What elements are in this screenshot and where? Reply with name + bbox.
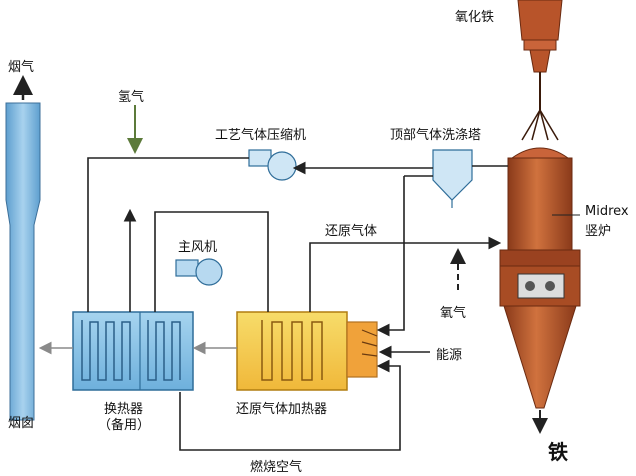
energy-label: 能源 — [436, 348, 463, 363]
iron-label: 铁 — [548, 440, 568, 464]
shaft-furnace — [499, 0, 581, 409]
top-gas-scrubber — [432, 149, 473, 208]
flue-gas-label: 烟气 — [8, 60, 35, 75]
reducing-gas-label: 还原气体 — [325, 224, 378, 239]
main-fan-label: 主风机 — [178, 240, 218, 255]
oxygen-label: 氧气 — [440, 306, 467, 321]
standby-label: （备用） — [98, 418, 151, 433]
chimney-label: 烟囱 — [8, 416, 35, 431]
iron-oxide-label: 氧化铁 — [455, 10, 495, 25]
combustion-air-label: 燃烧空气 — [250, 460, 303, 475]
shaft-furnace-label: 竖炉 — [585, 224, 612, 239]
top-gas-scrubber-label: 顶部气体洗涤塔 — [390, 128, 482, 143]
process-gas-compressor-label: 工艺气体压缩机 — [215, 128, 307, 143]
pipelines — [87, 157, 508, 451]
heat-exchanger-label: 换热器 — [104, 402, 144, 417]
heat-exchanger — [72, 311, 194, 391]
reducing-gas-heater-label: 还原气体加热器 — [236, 402, 328, 417]
midrex-label: Midrex — [585, 204, 629, 219]
process-gas-compressor — [248, 149, 297, 181]
main-fan — [175, 258, 223, 286]
chimney — [5, 102, 41, 421]
reducing-gas-heater — [236, 311, 378, 391]
hydrogen-label: 氢气 — [118, 90, 145, 105]
